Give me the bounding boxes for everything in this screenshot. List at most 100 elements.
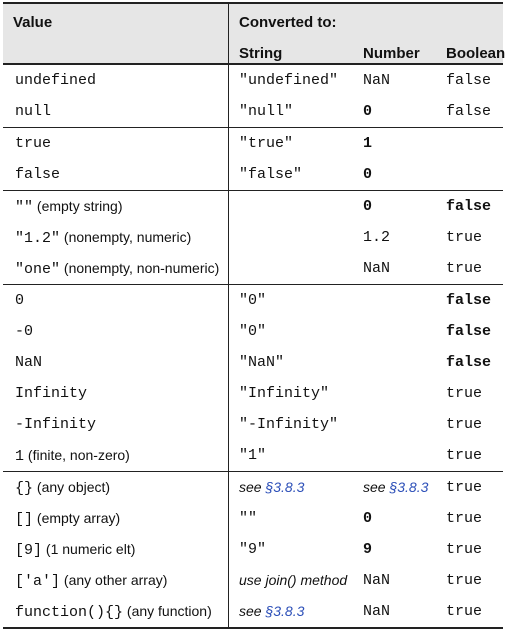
cell-boolean: false <box>446 198 492 215</box>
cell-string: see §3.8.3 <box>239 479 304 495</box>
value-description: (any other array) <box>60 572 168 588</box>
cell-boolean: true <box>446 229 483 246</box>
section-link[interactable]: §3.8.3 <box>265 479 305 495</box>
cell-boolean: true <box>446 603 483 620</box>
table-row: null "null" 0 false <box>3 96 503 127</box>
cell-string: "" <box>239 510 258 527</box>
cell-boolean: false <box>446 323 492 340</box>
value-code: [] <box>15 511 34 528</box>
cell-value: 1 (finite, non-zero) <box>15 447 130 465</box>
cell-value: Infinity <box>15 385 88 402</box>
value-description: (1 numeric elt) <box>42 541 136 557</box>
table-row: -Infinity "-Infinity" true <box>3 409 503 440</box>
cell-value: 0 <box>15 292 25 309</box>
value-description: (any object) <box>33 479 111 495</box>
table-row: 0 "0" false <box>3 285 503 316</box>
cell-value: -0 <box>15 323 34 340</box>
cell-boolean: true <box>446 572 483 589</box>
section-link[interactable]: §3.8.3 <box>265 603 305 619</box>
cell-value: [9] (1 numeric elt) <box>15 541 135 559</box>
cell-value: function(){} (any function) <box>15 603 212 621</box>
value-description: (nonempty, non-numeric) <box>60 260 220 276</box>
cell-value: null <box>15 103 52 120</box>
cell-number: 1.2 <box>363 229 391 246</box>
cell-value: "1.2" (nonempty, numeric) <box>15 229 191 247</box>
column-divider <box>228 2 229 629</box>
cell-string: "undefined" <box>239 72 339 89</box>
table-group-booleans: true "true" 1 false "false" 0 <box>3 128 503 191</box>
table-row: false "false" 0 <box>3 159 503 190</box>
cell-value: "" (empty string) <box>15 198 122 216</box>
value-code: function(){} <box>15 604 124 621</box>
cell-boolean: false <box>446 103 492 120</box>
value-code: "one" <box>15 261 61 278</box>
table-group-undefined-null: undefined "undefined" NaN false null "nu… <box>3 65 503 128</box>
section-link[interactable]: §3.8.3 <box>389 479 429 495</box>
table-row: "1.2" (nonempty, numeric) 1.2 true <box>3 222 503 253</box>
header-boolean: Boolean <box>446 45 506 62</box>
cell-string: "true" <box>239 135 294 152</box>
cell-number: NaN <box>363 72 391 89</box>
cell-string: "0" <box>239 323 267 340</box>
header-string: String <box>239 45 283 62</box>
value-description: (empty string) <box>33 198 123 214</box>
table-header: Value Converted to: String Number Boolea… <box>3 2 506 65</box>
cell-value: [] (empty array) <box>15 510 120 528</box>
table-group-numbers: 0 "0" false -0 "0" false NaN "NaN" false… <box>3 285 503 472</box>
table-group-strings: "" (empty string) 0 false "1.2" (nonempt… <box>3 191 503 285</box>
cell-string: "0" <box>239 292 267 309</box>
table-row: {} (any object) see §3.8.3 see §3.8.3 tr… <box>3 472 503 503</box>
header-converted-to: Converted to: <box>239 14 337 31</box>
table-row: Infinity "Infinity" true <box>3 378 503 409</box>
cell-string: "1" <box>239 447 267 464</box>
cell-string: use join() method <box>239 572 348 588</box>
value-code: ['a'] <box>15 573 61 590</box>
value-description: (any function) <box>123 603 212 619</box>
cell-string: see §3.8.3 <box>239 603 304 619</box>
cell-number: 0 <box>363 198 373 215</box>
conversion-table: Value Converted to: String Number Boolea… <box>3 2 506 629</box>
cell-number: 0 <box>363 103 373 120</box>
cell-number: 0 <box>363 510 373 527</box>
table-row: [9] (1 numeric elt) "9" 9 true <box>3 534 503 565</box>
cell-number: 0 <box>363 166 373 183</box>
value-description: (empty array) <box>33 510 121 526</box>
table-row: "" (empty string) 0 false <box>3 191 503 222</box>
cell-string: "null" <box>239 103 294 120</box>
table-row: -0 "0" false <box>3 316 503 347</box>
value-code: "" <box>15 199 34 216</box>
cell-value: undefined <box>15 72 97 89</box>
table-row: [] (empty array) "" 0 true <box>3 503 503 534</box>
cell-boolean: true <box>446 510 483 527</box>
table-group-objects: {} (any object) see §3.8.3 see §3.8.3 tr… <box>3 472 503 629</box>
cell-boolean: false <box>446 72 492 89</box>
cell-value: -Infinity <box>15 416 97 433</box>
cell-boolean: true <box>446 385 483 402</box>
cell-boolean: true <box>446 260 483 277</box>
value-code: "1.2" <box>15 230 61 247</box>
cell-number: NaN <box>363 260 391 277</box>
cell-number: NaN <box>363 603 391 620</box>
cell-boolean: true <box>446 479 483 496</box>
see-text: see <box>363 479 390 495</box>
cell-value: false <box>15 166 61 183</box>
cell-value: {} (any object) <box>15 479 110 497</box>
see-text: see <box>239 479 266 495</box>
value-description: (finite, non-zero) <box>24 447 130 463</box>
cell-boolean: true <box>446 416 483 433</box>
cell-boolean: false <box>446 354 492 371</box>
value-code: 1 <box>15 448 25 465</box>
value-code: {} <box>15 480 34 497</box>
cell-value: true <box>15 135 52 152</box>
cell-number: see §3.8.3 <box>363 479 428 495</box>
table-row: 1 (finite, non-zero) "1" true <box>3 440 503 471</box>
cell-number: NaN <box>363 572 391 589</box>
cell-value: ['a'] (any other array) <box>15 572 167 590</box>
cell-number: 1 <box>363 135 373 152</box>
cell-string: "Infinity" <box>239 385 330 402</box>
table-row: NaN "NaN" false <box>3 347 503 378</box>
cell-value: "one" (nonempty, non-numeric) <box>15 260 219 278</box>
header-value: Value <box>13 14 53 31</box>
value-code: [9] <box>15 542 43 559</box>
table-row: true "true" 1 <box>3 128 503 159</box>
